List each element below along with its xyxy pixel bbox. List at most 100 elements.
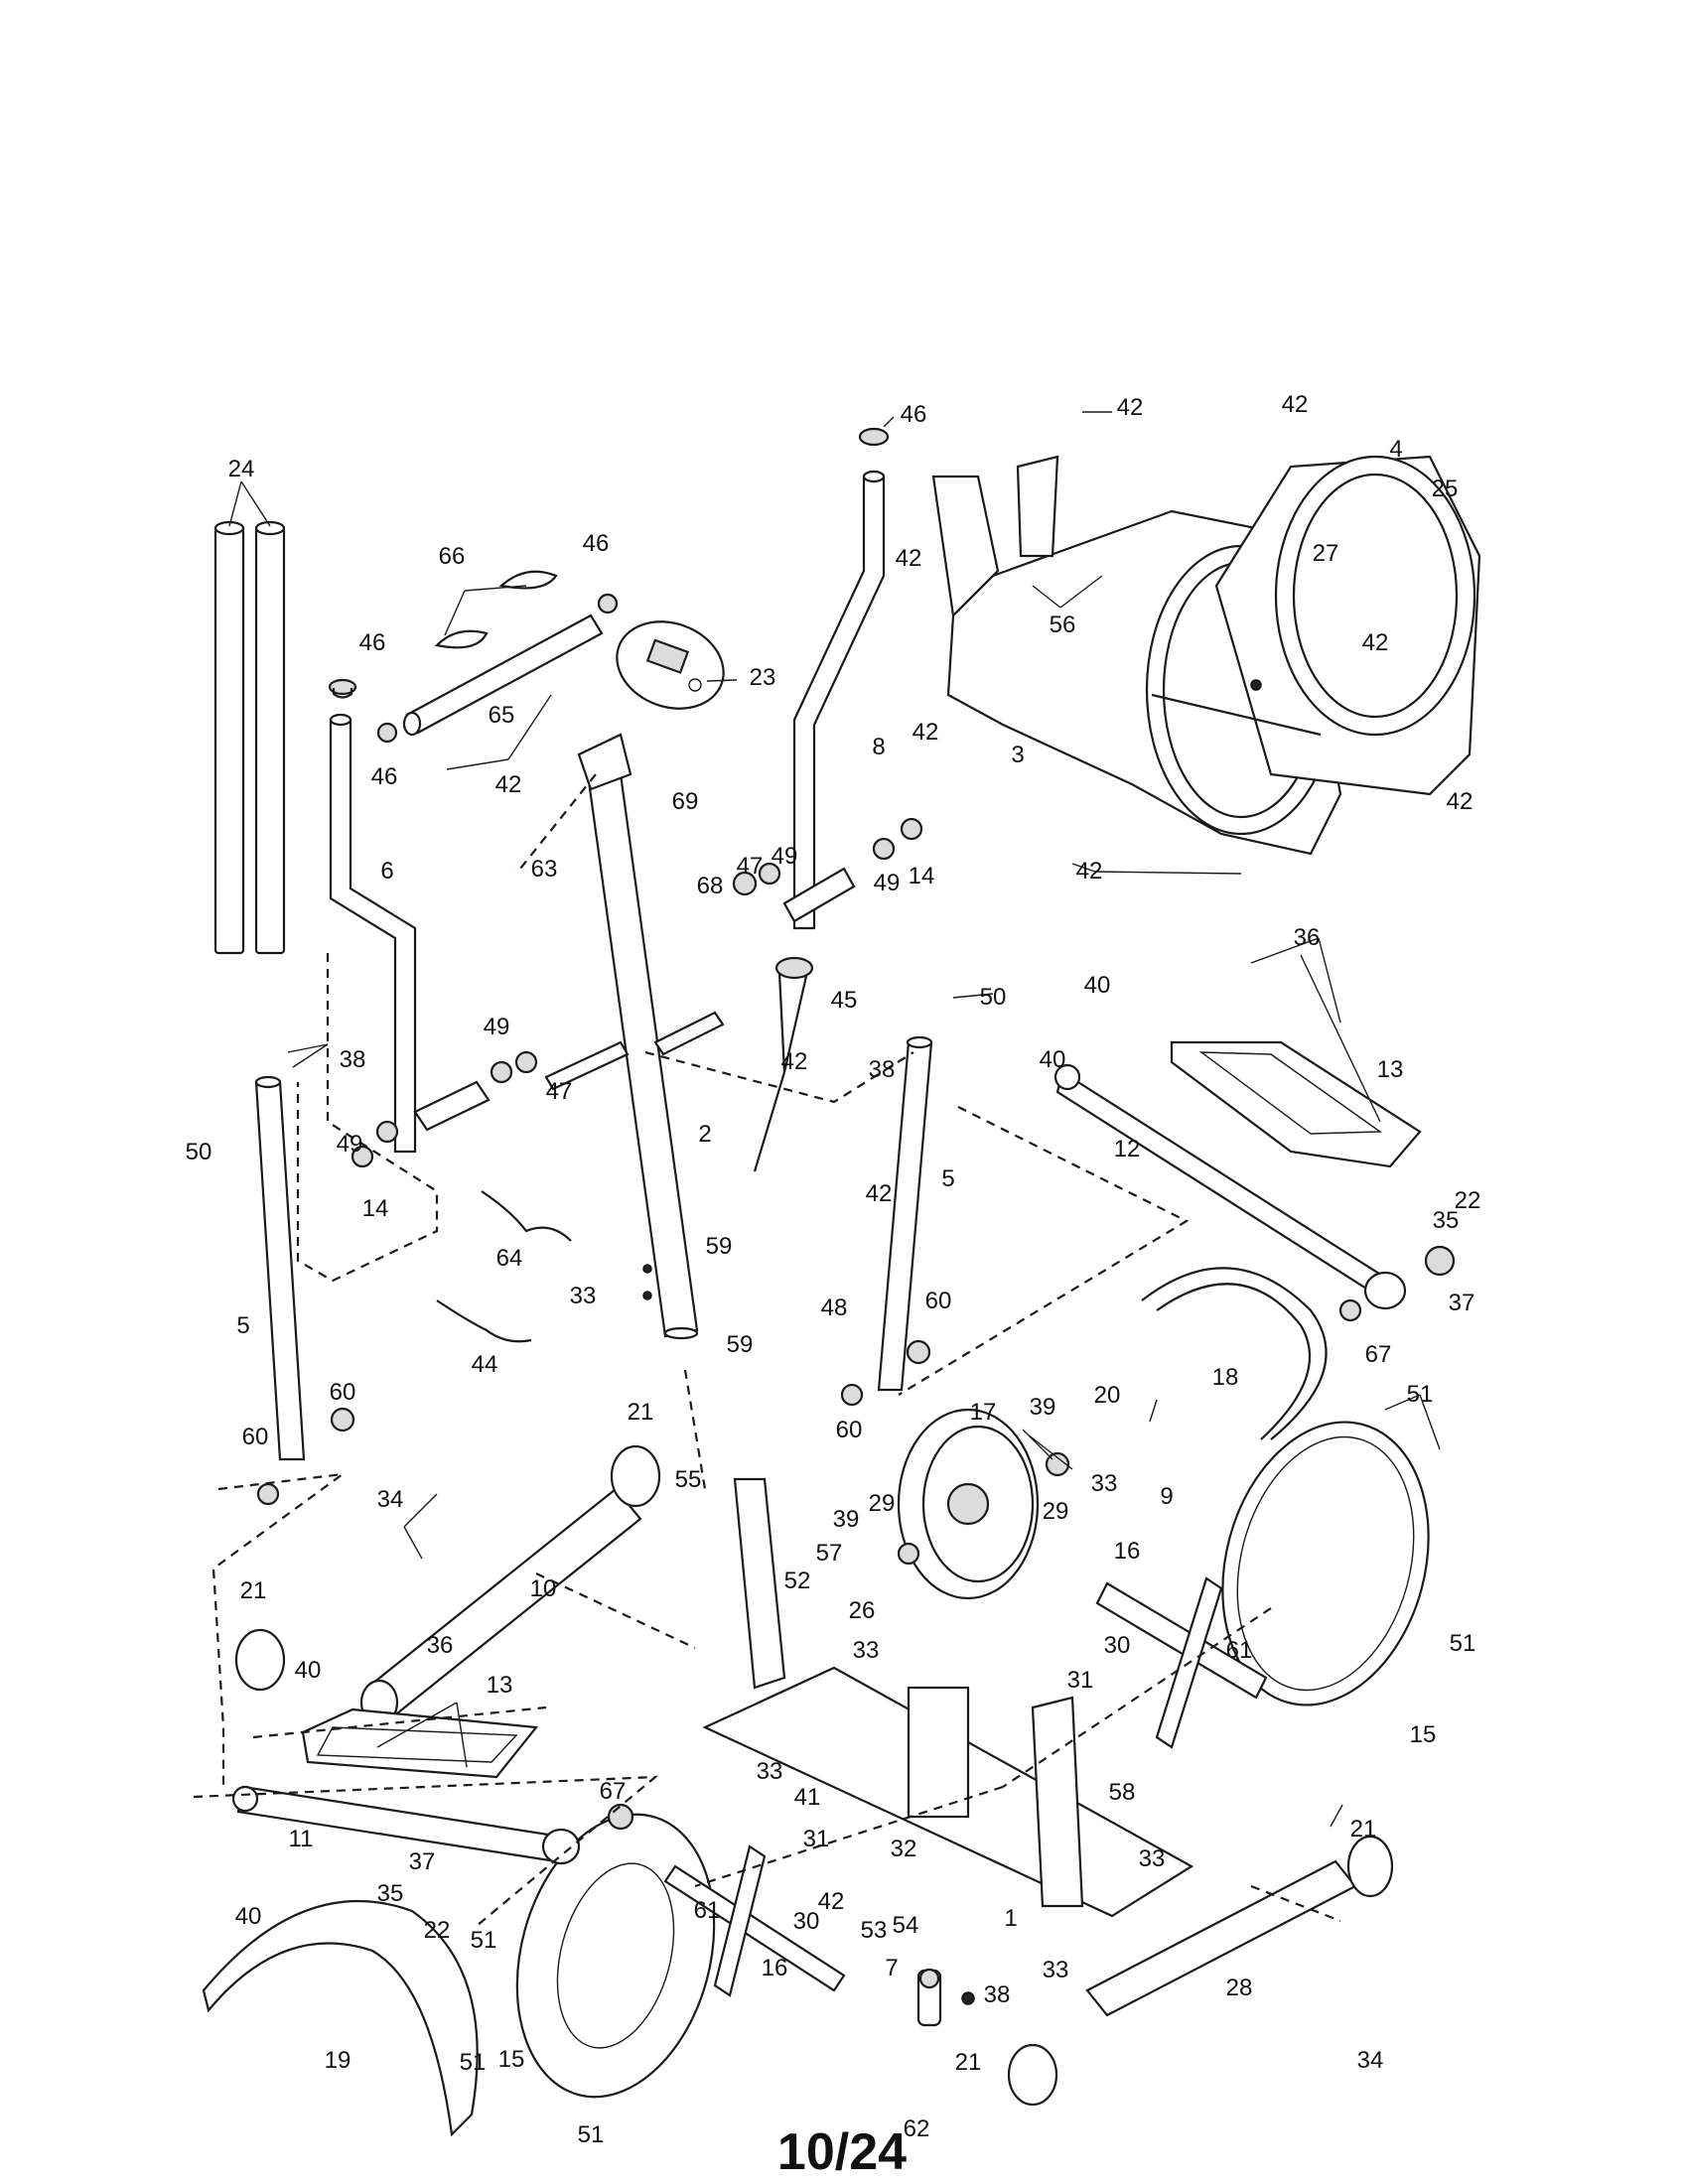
callout-23: 23	[750, 664, 776, 691]
callout-42: 42	[896, 545, 922, 572]
callout-37: 37	[409, 1848, 436, 1875]
callout-1: 1	[1004, 1905, 1017, 1932]
callout-33: 33	[1043, 1957, 1069, 1983]
callout-60: 60	[925, 1288, 952, 1314]
callout-67: 67	[1365, 1341, 1392, 1368]
callout-63: 63	[531, 856, 558, 883]
callout-52: 52	[784, 1568, 811, 1594]
callout-25: 25	[1432, 476, 1459, 502]
callout-32: 32	[891, 1836, 917, 1862]
callout-38: 38	[340, 1046, 366, 1073]
callout-18: 18	[1212, 1364, 1239, 1391]
part-24-tubes	[213, 520, 286, 955]
callout-30: 30	[1104, 1632, 1131, 1659]
callout-38: 38	[869, 1056, 896, 1083]
callout-64: 64	[496, 1245, 523, 1272]
callout-14: 14	[909, 863, 935, 889]
cables-64-44	[436, 1190, 572, 1343]
callout-13: 13	[1377, 1056, 1404, 1083]
callout-46: 46	[583, 530, 610, 557]
callout-42: 42	[1282, 391, 1309, 418]
part-16-cranks	[663, 1576, 1268, 1997]
callout-48: 48	[821, 1295, 848, 1321]
callout-21: 21	[1350, 1816, 1377, 1843]
callout-31: 31	[803, 1826, 830, 1852]
callout-56: 56	[1050, 612, 1076, 638]
callout-49: 49	[337, 1131, 363, 1158]
part-8-right-arm	[782, 427, 890, 930]
callout-42: 42	[1447, 788, 1474, 815]
callout-36: 36	[427, 1632, 454, 1659]
callout-21: 21	[240, 1577, 267, 1604]
callout-33: 33	[757, 1758, 783, 1785]
callout-10: 10	[530, 1575, 557, 1602]
part-18-belt	[1141, 1267, 1328, 1440]
callout-65: 65	[489, 702, 515, 729]
callout-33: 33	[1139, 1845, 1166, 1872]
callout-49: 49	[484, 1014, 510, 1040]
callout-59: 59	[727, 1331, 754, 1358]
callout-51: 51	[1450, 1630, 1476, 1657]
callout-8: 8	[872, 734, 885, 760]
callout-11: 11	[289, 1826, 314, 1852]
callout-62: 62	[904, 2116, 930, 2142]
callout-21: 21	[955, 2049, 982, 2076]
callout-57: 57	[816, 1540, 843, 1567]
callout-28: 28	[1226, 1975, 1253, 2001]
callout-21: 21	[628, 1399, 654, 1426]
callout-42: 42	[1076, 858, 1103, 885]
callout-42: 42	[866, 1180, 893, 1207]
part-1-frame	[702, 1477, 1194, 1918]
callout-33: 33	[853, 1637, 880, 1664]
part-19-belt	[202, 1899, 479, 2137]
callout-37: 37	[1449, 1290, 1475, 1316]
callout-46: 46	[371, 763, 398, 790]
callout-33: 33	[570, 1283, 597, 1309]
part-17-pulley	[897, 1408, 1070, 1600]
part-45-knob	[753, 956, 814, 1172]
part-11-13-left-pedal	[231, 1707, 634, 1865]
callout-22: 22	[424, 1917, 451, 1944]
callout-3: 3	[1011, 742, 1024, 768]
callout-51: 51	[460, 2049, 487, 2076]
callout-40: 40	[295, 1657, 322, 1684]
callout-42: 42	[495, 771, 522, 798]
callout-61: 61	[694, 1897, 721, 1924]
parts-drawing	[193, 411, 1481, 2137]
callout-9: 9	[1160, 1483, 1173, 1510]
callout-41: 41	[794, 1784, 821, 1811]
callout-40: 40	[1084, 972, 1111, 999]
callout-30: 30	[793, 1908, 820, 1935]
callout-29: 29	[869, 1490, 896, 1517]
callout-13: 13	[487, 1672, 513, 1699]
upper-axle-assembly	[351, 817, 923, 1168]
callout-66: 66	[439, 543, 466, 570]
callout-40: 40	[1040, 1046, 1066, 1073]
callout-26: 26	[849, 1597, 876, 1624]
callout-68: 68	[697, 873, 724, 899]
callout-5: 5	[941, 1165, 954, 1192]
part-7-idler	[916, 1968, 975, 2027]
callout-16: 16	[762, 1955, 788, 1981]
callout-6: 6	[380, 858, 393, 885]
callout-38: 38	[984, 1981, 1011, 2008]
callout-12: 12	[1114, 1136, 1141, 1162]
callout-46: 46	[359, 629, 386, 656]
callout-60: 60	[330, 1379, 356, 1406]
callout-60: 60	[836, 1417, 863, 1443]
callout-7: 7	[885, 1955, 898, 1981]
leader-lines	[228, 411, 1441, 1828]
callout-42: 42	[818, 1888, 845, 1915]
part-12-13-right-pedal	[1053, 1040, 1456, 1322]
callout-22: 22	[1455, 1187, 1481, 1214]
callout-51: 51	[578, 2121, 605, 2148]
callout-4: 4	[1389, 436, 1402, 463]
part-23-console	[616, 620, 725, 710]
callout-54: 54	[893, 1912, 919, 1939]
callout-39: 39	[833, 1506, 860, 1533]
callout-42: 42	[912, 719, 939, 746]
callout-35: 35	[1433, 1207, 1460, 1234]
callout-42: 42	[781, 1048, 808, 1075]
